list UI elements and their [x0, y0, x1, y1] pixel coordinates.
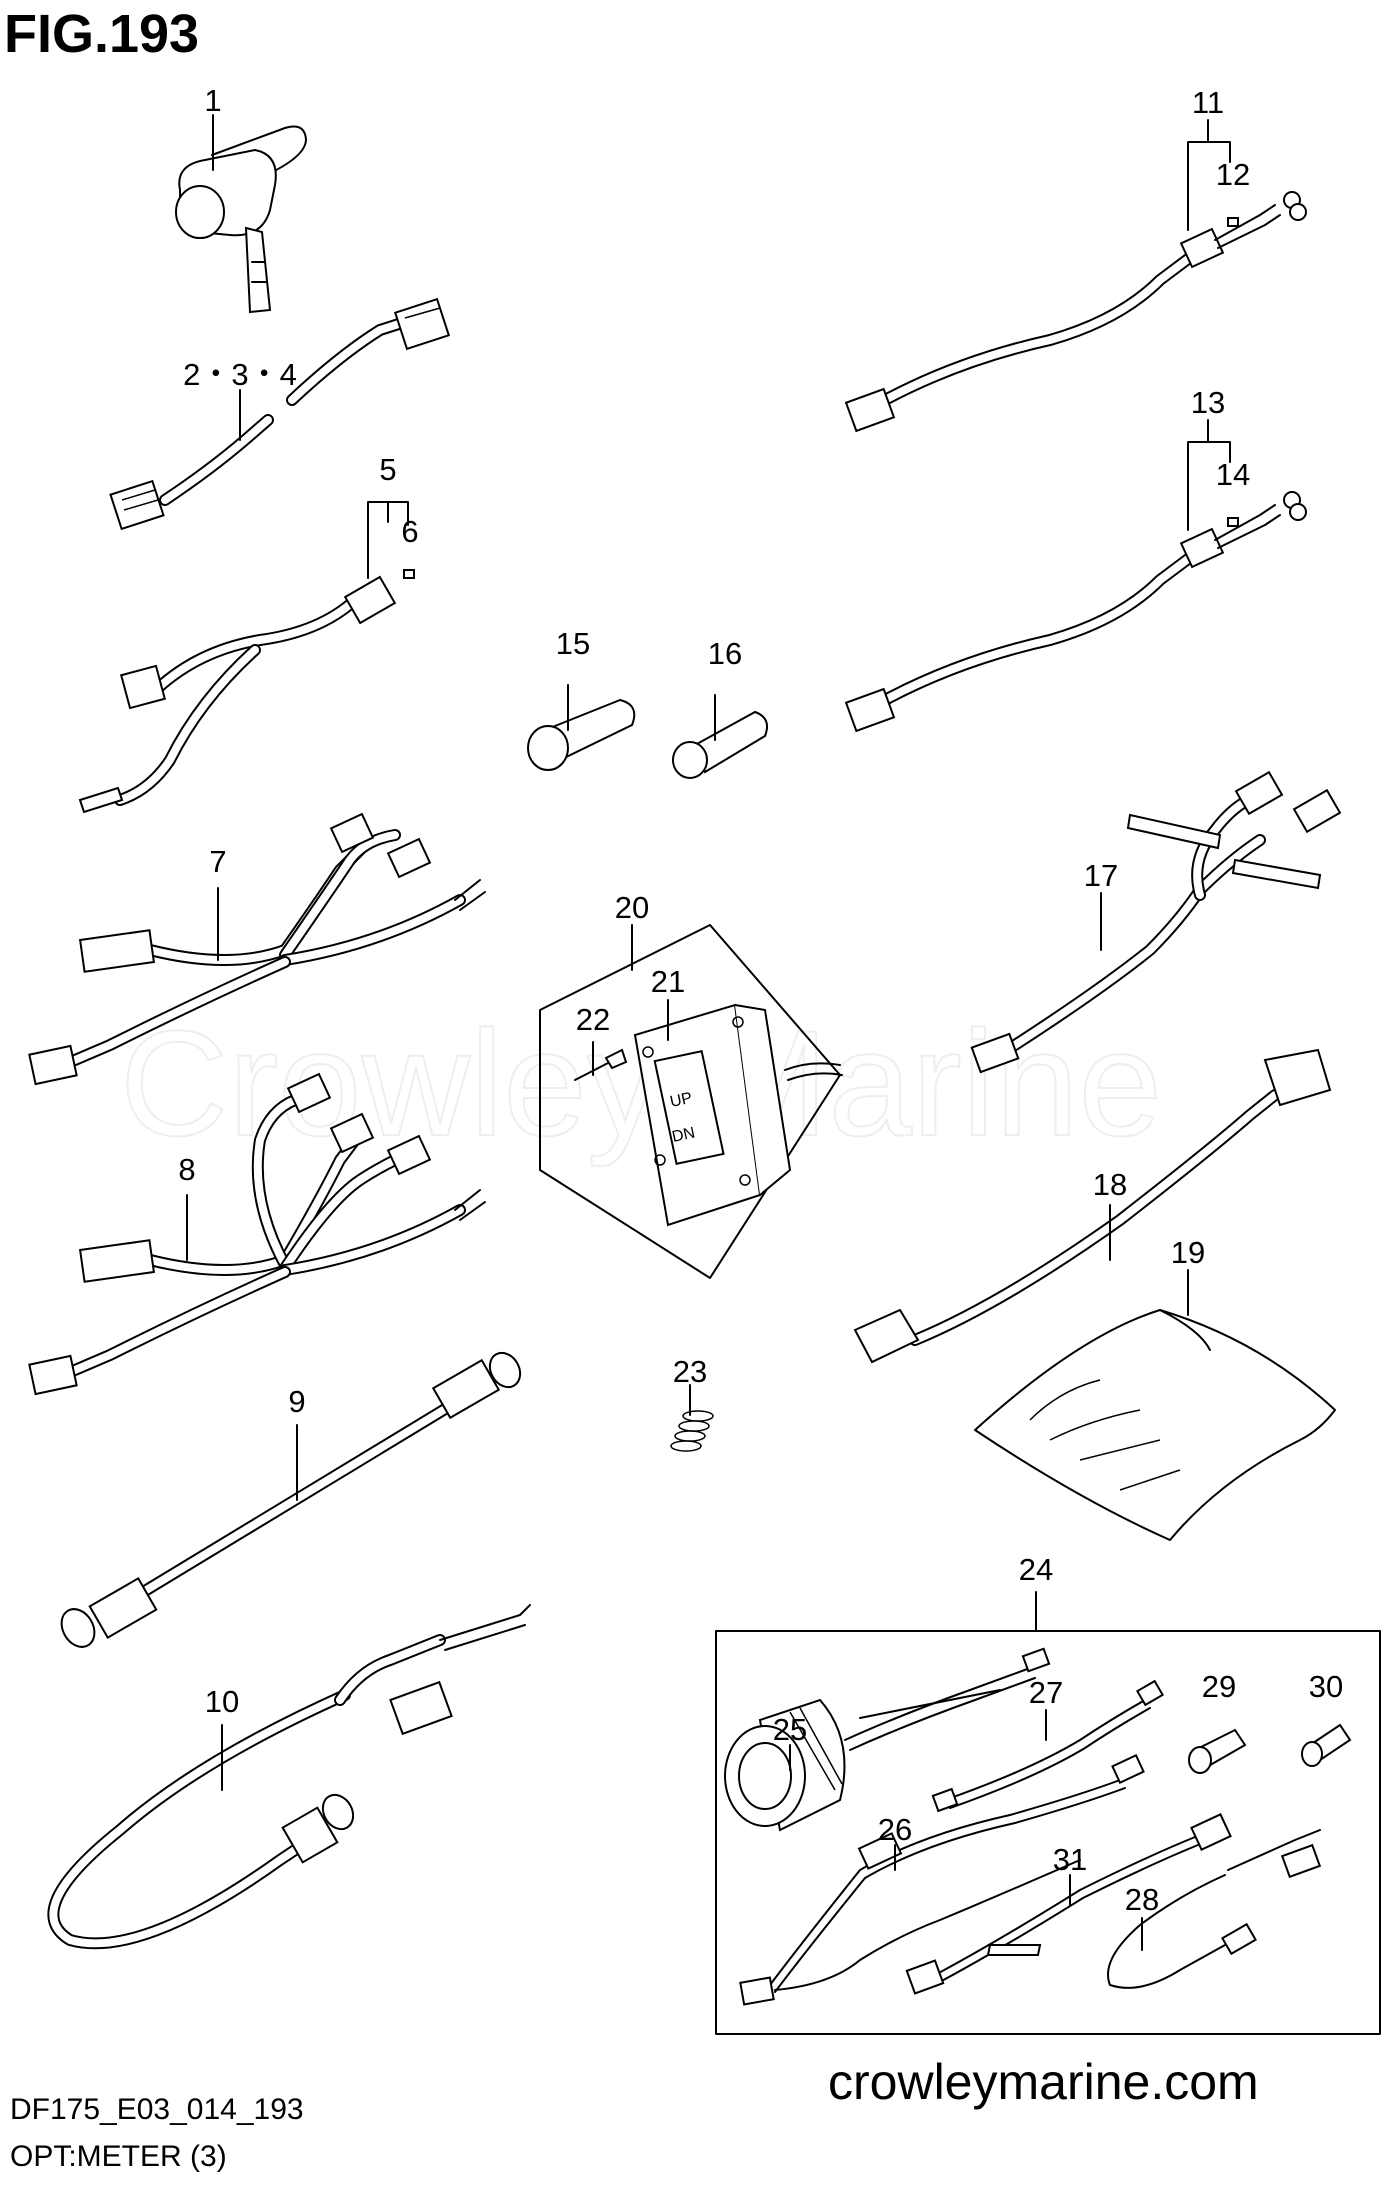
switch-down-label: DN	[671, 1124, 697, 1145]
callout-17: 17	[1084, 858, 1118, 893]
part-25-meter	[724, 1647, 1051, 1832]
part-20-switch-kit: UP DN	[539, 924, 843, 1279]
kit-24-box	[715, 1630, 1381, 2035]
part-8-harness	[28, 1072, 486, 1396]
callout-6: 6	[401, 514, 418, 549]
callout-5: 5	[379, 452, 396, 487]
callout-22: 22	[576, 1002, 610, 1037]
leader-lines	[186, 114, 1231, 1951]
part-28-cable	[1107, 1829, 1322, 1989]
callout-29: 29	[1202, 1669, 1236, 1704]
part-1-cap	[175, 125, 307, 314]
part-11-harness	[844, 191, 1307, 433]
part-9-cable	[60, 1351, 522, 1648]
website-link[interactable]: crowleymarine.com	[828, 2054, 1259, 2110]
callout-14: 14	[1216, 457, 1250, 492]
part-26-harness	[739, 1754, 1145, 2006]
callout-11: 11	[1192, 85, 1224, 120]
part-15-cap	[527, 698, 636, 771]
callout-23: 23	[673, 1354, 707, 1389]
callout-20: 20	[615, 890, 649, 925]
part-23-spring	[670, 1410, 714, 1452]
part-17-harness	[970, 770, 1342, 1074]
part-10-cable	[47, 1604, 531, 1950]
callout-12: 12	[1216, 157, 1250, 192]
part-13-harness	[844, 491, 1307, 733]
figure-title: FIG.193	[4, 4, 199, 64]
callout-21: 21	[651, 964, 685, 999]
watermark: Crowley Marine	[120, 999, 1162, 1167]
part-30-cap	[1301, 1723, 1352, 1767]
callout-24: 24	[1019, 1552, 1053, 1587]
switch-up-label: UP	[669, 1090, 694, 1111]
part-31-harness	[905, 1813, 1232, 1995]
callout-8: 8	[178, 1152, 195, 1187]
callout-19: 19	[1171, 1235, 1205, 1270]
callout-9: 9	[288, 1384, 305, 1419]
callout-13: 13	[1191, 385, 1225, 420]
callout-26: 26	[878, 1812, 912, 1847]
callout-10: 10	[205, 1684, 239, 1719]
part-27-cable	[931, 1679, 1165, 1813]
callout-30: 30	[1309, 1669, 1343, 1704]
callout-27: 27	[1029, 1675, 1063, 1710]
part-2-harness	[109, 297, 451, 531]
part-7-harness	[28, 812, 486, 1086]
callout-25: 25	[773, 1712, 807, 1747]
part-5-harness	[78, 569, 415, 814]
callout-numbers: 1 2・3・4 5 6 7 8 9 10 11 12 13 14 15 16 1…	[178, 83, 1343, 1917]
part-19-bag	[974, 1309, 1336, 1541]
callout-2-3-4: 2・3・4	[183, 357, 297, 392]
callout-18: 18	[1093, 1167, 1127, 1202]
footer-caption: OPT:METER (3)	[10, 2140, 227, 2173]
callout-31: 31	[1053, 1842, 1087, 1877]
callout-28: 28	[1125, 1882, 1159, 1917]
part-16-cap	[672, 710, 768, 779]
footer-code: DF175_E03_014_193	[10, 2093, 304, 2126]
callout-16: 16	[708, 636, 742, 671]
part-18-harness	[853, 1048, 1332, 1364]
part-29-cap	[1188, 1728, 1247, 1774]
callout-1: 1	[204, 83, 221, 118]
callout-15: 15	[556, 626, 590, 661]
callout-7: 7	[209, 844, 226, 879]
